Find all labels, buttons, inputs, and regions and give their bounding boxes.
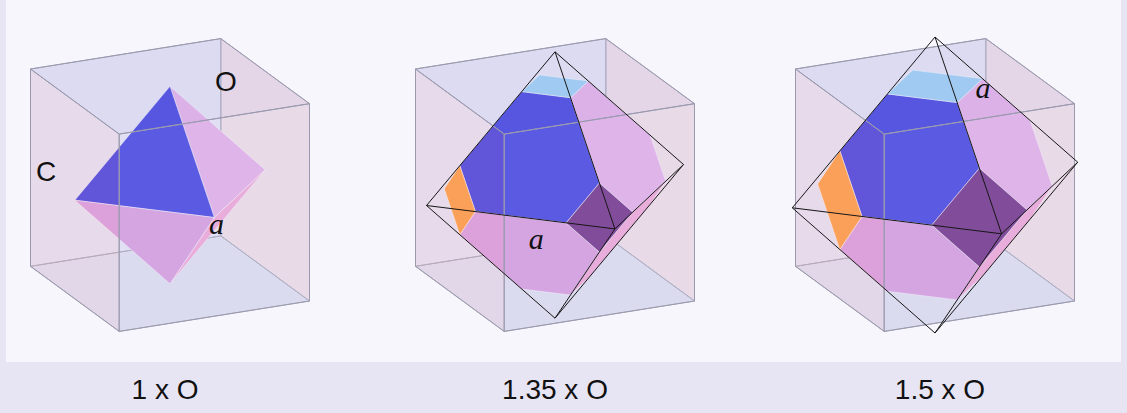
octahedron-edge xyxy=(555,165,684,319)
octahedron-edge xyxy=(427,206,615,229)
octahedron-edge xyxy=(792,37,935,208)
octahedron-edge xyxy=(555,52,615,229)
truncated-octahedron-panel xyxy=(416,39,695,332)
scale-caption: 1 x O xyxy=(132,376,199,404)
edge-length-label: a xyxy=(529,224,544,254)
octahedron-edge xyxy=(792,208,1001,234)
octahedron-edge xyxy=(615,165,684,229)
octahedron-edge xyxy=(427,52,556,206)
octahedron-edge xyxy=(1002,162,1078,234)
cube-letter: C xyxy=(36,158,56,186)
octahedron-letter: O xyxy=(215,68,237,96)
cube-front-face xyxy=(119,104,309,332)
cube-front-face xyxy=(884,104,1074,332)
octahedron-edge xyxy=(792,208,935,333)
edge-length-label: a xyxy=(209,209,224,239)
octahedron-panel xyxy=(31,39,310,332)
octahedron-edge xyxy=(935,162,1078,333)
scale-caption: 1.35 x O xyxy=(502,376,608,404)
panel-ground xyxy=(6,0,1121,362)
octahedron-edge xyxy=(935,37,1002,234)
cuboctahedron-panel xyxy=(792,37,1077,333)
octahedron-edge xyxy=(555,229,615,318)
octahedron-edge xyxy=(427,206,556,319)
edge-length-label: a xyxy=(976,73,991,103)
cube-front-face xyxy=(504,104,694,332)
octahedron-edge xyxy=(935,234,1002,333)
scale-caption: 1.5 x O xyxy=(895,376,985,404)
